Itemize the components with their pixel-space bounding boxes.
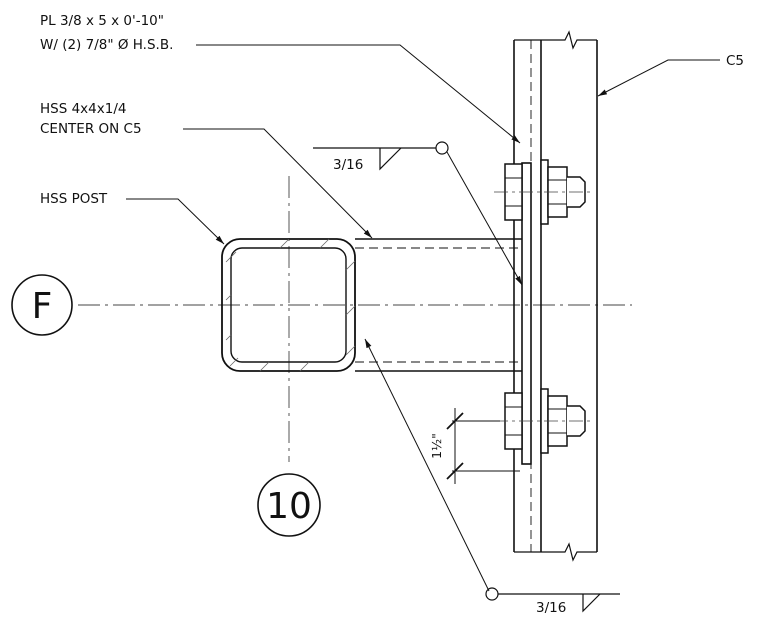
grid-bubble-10: 10 <box>257 473 321 537</box>
leader-weld-top <box>446 151 523 286</box>
hss-post-section <box>221 238 356 372</box>
centerlines <box>78 176 632 462</box>
leader-c5 <box>597 59 720 97</box>
weld-size-bottom: 3/16 <box>536 600 566 616</box>
note-plate-line2: W/ (2) 7/8" Ø H.S.B. <box>40 37 173 53</box>
c5-channel <box>513 30 598 562</box>
grid-bubble-f: F <box>11 274 73 336</box>
bolt-bottom <box>494 388 590 454</box>
leader-hss-post <box>126 198 225 245</box>
leader-hss-beam <box>183 128 373 239</box>
note-hss-line1: HSS 4x4x1/4 <box>40 101 126 117</box>
dimension-text: 1½" <box>429 433 444 459</box>
weld-size-top: 3/16 <box>333 157 363 173</box>
dimension-bolt-edge <box>446 408 520 484</box>
leader-lines <box>126 44 720 592</box>
connection-plate <box>521 162 532 465</box>
weld-all-around-icon <box>435 141 449 155</box>
note-hss-post: HSS POST <box>40 191 108 207</box>
note-plate-line1: PL 3/8 x 5 x 0'-10" <box>40 13 164 29</box>
leader-weld-bottom <box>364 338 490 592</box>
grid-bubble-f-label: F <box>32 286 53 327</box>
weld-symbol-bottom: 3/16 <box>485 587 620 616</box>
leader-plate <box>196 44 521 144</box>
hss-beam <box>355 238 522 372</box>
note-c5: C5 <box>726 53 744 69</box>
fillet-weld-icon <box>379 147 402 171</box>
grid-bubble-10-label: 10 <box>266 486 312 527</box>
bolt-top <box>494 159 590 225</box>
weld-all-around-icon <box>485 587 499 601</box>
section-hatch <box>225 238 356 372</box>
fillet-weld-icon <box>582 593 601 613</box>
weld-symbol-top: 3/16 <box>313 141 449 173</box>
note-hss-line2: CENTER ON C5 <box>40 121 142 137</box>
